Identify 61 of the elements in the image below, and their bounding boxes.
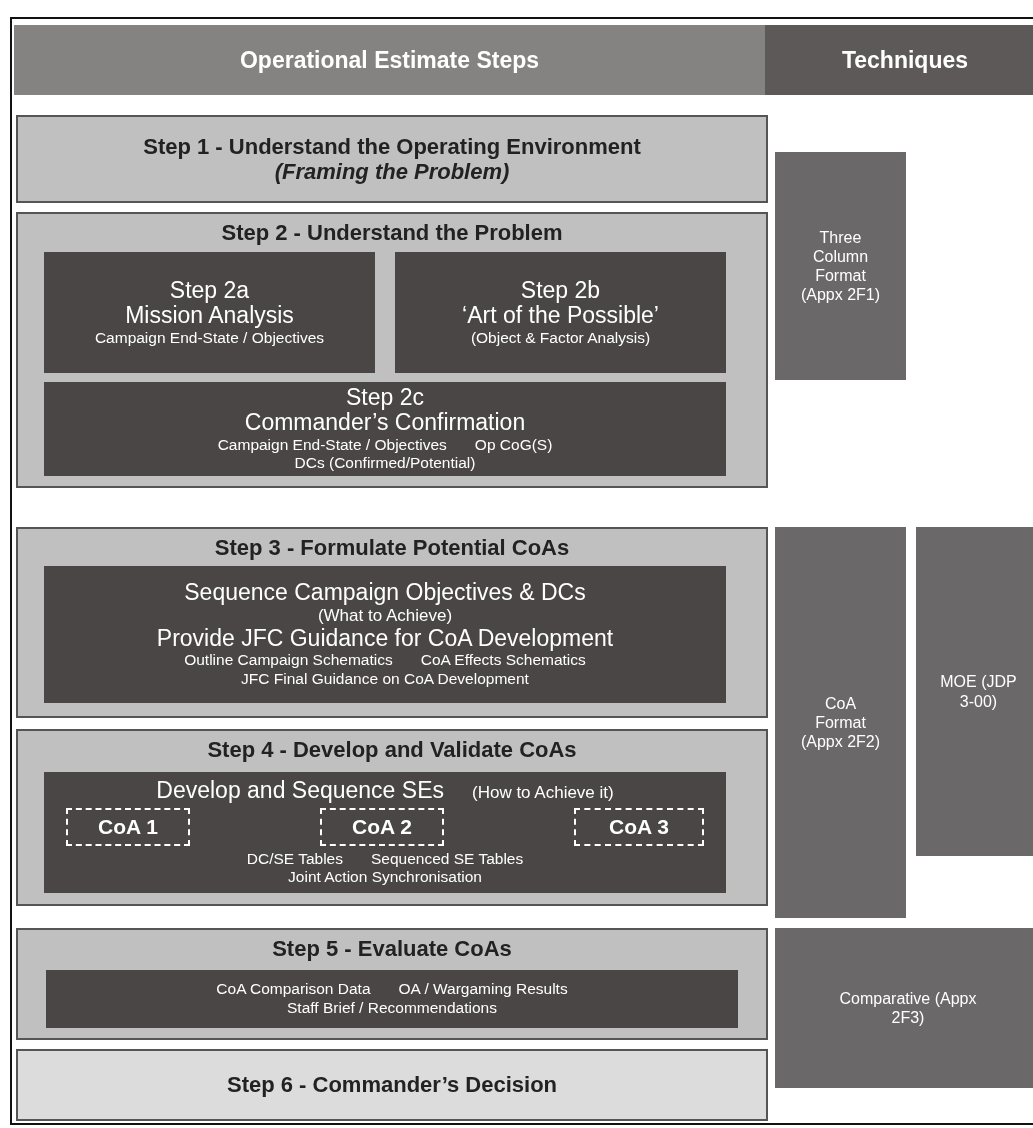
- activity-box: [395, 252, 726, 373]
- technique-box: [775, 527, 906, 918]
- step-heading: Step 1 - Understand the Operating Environment (Framing the Problem): [142, 133, 642, 185]
- activity-heading: Sequence Campaign Objectives & DCs: [184, 580, 586, 606]
- step-panel: [16, 527, 768, 718]
- step-heading: Step 4 - Develop and Validate CoAs: [207, 737, 577, 763]
- detail-text: Sequenced SE Tables: [370, 849, 524, 869]
- technique-label: Three Column Format (Appx 2F1): [799, 227, 882, 305]
- activity-box: [46, 970, 738, 1028]
- column-header: Techniques: [841, 46, 969, 74]
- activity-heading: Step 2b: [520, 277, 601, 304]
- detail-text: DC/SE Tables: [246, 849, 343, 869]
- technique-box: [916, 527, 1033, 856]
- technique-box: [775, 928, 1033, 1088]
- coa-label: CoA 2: [352, 815, 412, 839]
- detail-text: (Object & Factor Analysis): [470, 328, 651, 348]
- header-band: [14, 25, 765, 95]
- step-heading: Step 3 - Formulate Potential CoAs: [214, 535, 570, 561]
- step-panel: [16, 115, 768, 203]
- note-text: (How to Achieve it): [472, 783, 614, 804]
- activity-heading: Provide JFC Guidance for CoA Development: [156, 626, 614, 652]
- step-heading: Step 5 - Evaluate CoAs: [272, 936, 512, 962]
- coa-label: CoA 3: [609, 815, 669, 839]
- activity-heading: ‘Art of the Possible’: [462, 303, 659, 329]
- column-header: Operational Estimate Steps: [239, 46, 540, 74]
- technique-box: [775, 152, 906, 380]
- activity-heading: Mission Analysis: [125, 303, 294, 329]
- coa-box: [66, 807, 190, 846]
- activity-heading: Commander’s Confirmation: [244, 410, 526, 436]
- detail-text: OA / Wargaming Results: [398, 980, 568, 999]
- technique-label: MOE (JDP 3-00): [939, 672, 1018, 711]
- detail-text: Outline Campaign Schematics: [184, 651, 393, 670]
- activity-box: [44, 566, 726, 703]
- detail-text: Campaign End-State / Objectives: [94, 328, 325, 348]
- step-panel: [16, 212, 768, 488]
- detail-text: Joint Action Synchronisation: [288, 868, 482, 887]
- detail-text: CoA Comparison Data: [216, 980, 371, 999]
- header-band: [765, 25, 1033, 95]
- detail-text: Op CoG(S): [474, 435, 553, 455]
- technique-label: Comparative (Appx 2F3): [838, 988, 978, 1028]
- step-heading: Step 2 - Understand the Problem: [221, 220, 563, 246]
- coa-box: [320, 807, 444, 846]
- detail-text: JFC Final Guidance on CoA Development: [241, 670, 529, 689]
- step-panel: [16, 928, 768, 1040]
- activity-box: [44, 252, 375, 373]
- activity-heading: Step 2a: [169, 277, 250, 304]
- coa-box: [574, 807, 704, 846]
- detail-text: DCs (Confirmed/Potential): [294, 454, 476, 473]
- detail-text: CoA Effects Schematics: [420, 651, 586, 670]
- step-panel: [16, 1049, 768, 1121]
- activity-heading: Step 2c: [346, 385, 424, 411]
- detail-text: Staff Brief / Recommendations: [287, 999, 497, 1018]
- coa-label: CoA 1: [98, 815, 158, 839]
- activity-box: [44, 382, 726, 476]
- step-panel: [16, 729, 768, 906]
- activity-box: [44, 772, 726, 893]
- detail-text: Campaign End-State / Objectives: [217, 435, 447, 455]
- note-text: (What to Achieve): [317, 605, 453, 627]
- technique-label: CoA Format (Appx 2F2): [799, 693, 882, 752]
- step-heading: Step 6 - Commander’s Decision: [226, 1072, 558, 1098]
- activity-heading: Develop and Sequence SEs: [156, 778, 444, 804]
